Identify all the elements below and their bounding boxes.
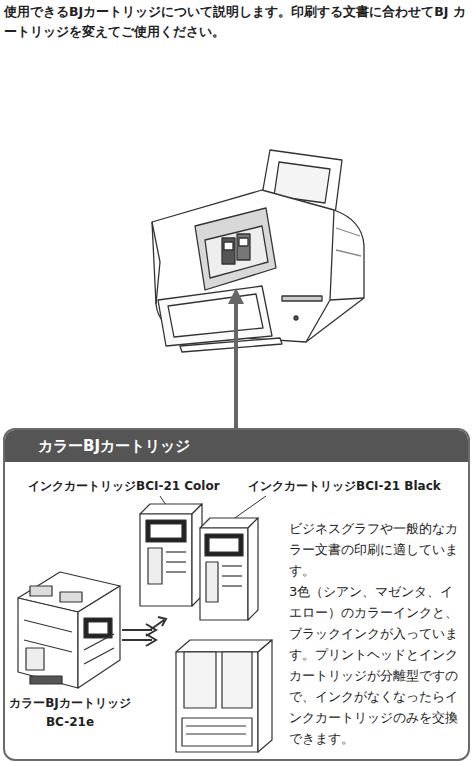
bc21e-cartridge — [18, 572, 120, 688]
part-name: インクカートリッジBCI-21 Color — [28, 478, 238, 494]
panel-heading: カラーBJカートリッジ — [5, 430, 468, 462]
part-name: インクカートリッジBCI-21 Black — [248, 478, 468, 494]
description-text: 3色（シアン、マゼンタ、イ エロー）のカラーインクと、 ブラックインクが入ってい… — [289, 581, 467, 749]
intro-text: 使用できるBJカートリッジについて説明します。印刷する文書に合わせてBJ カート… — [4, 2, 466, 42]
separation-arrows — [122, 617, 166, 646]
panel-box: カラーBJカートリッジビジネスグラフや一般的なカ ラー文書の印刷に適していま す… — [3, 428, 470, 761]
leader-line — [232, 496, 266, 520]
black-ink-cartridge — [200, 518, 258, 620]
description-text: ビジネスグラフや一般的なカ ラー文書の印刷に適していま す。 — [289, 518, 467, 581]
part-name: カラーBJカートリッジ BC-21e — [8, 694, 132, 732]
print-head-holder — [176, 640, 272, 752]
pointer-arrow — [234, 300, 238, 428]
printer-drawing — [152, 150, 364, 352]
arrow-head — [228, 288, 244, 304]
color-ink-cartridge — [140, 504, 202, 606]
